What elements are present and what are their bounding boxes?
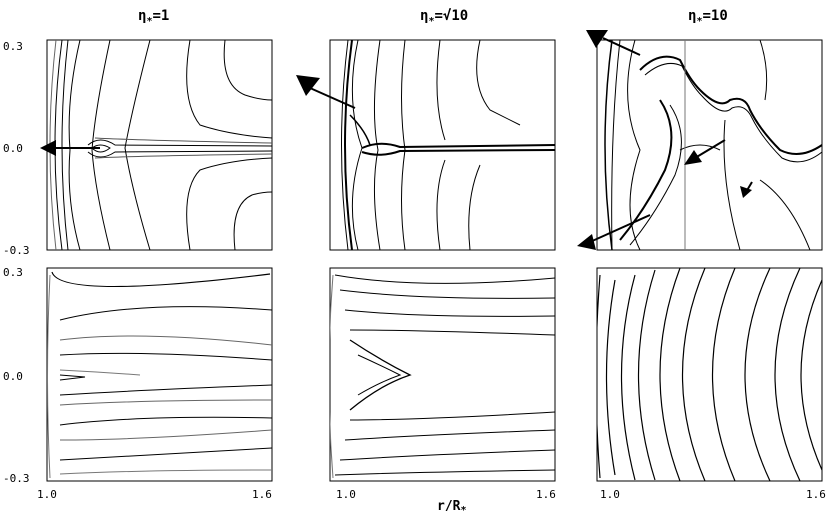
ytick-bottom-row1: -0.3 [3, 244, 30, 257]
panel-frame-bottom-2 [329, 267, 556, 482]
xtick-right-col1: 1.6 [252, 488, 272, 501]
panel-bottom-1-contours [47, 271, 272, 479]
panel-top-1-contours [49, 40, 272, 250]
arrow-head-panel3-top [586, 30, 608, 48]
arrow-head-panel2 [296, 75, 320, 96]
ytick-top-row1: 0.3 [3, 40, 23, 53]
title-eta-10: η*=10 [688, 8, 728, 27]
flow-arrows [40, 30, 753, 250]
title-eta-1: η*=1 [138, 8, 169, 27]
panel-bottom-3-contours [597, 268, 822, 481]
panel-top-3-contours [604, 40, 822, 250]
ytick-top-row2: 0.3 [3, 266, 23, 279]
xtick-left-col1: 1.0 [37, 488, 57, 501]
ytick-mid-row2: 0.0 [3, 370, 23, 383]
title-eta-sqrt10: η*=√10 [420, 8, 468, 27]
xtick-left-col2: 1.0 [336, 488, 356, 501]
xtick-right-col3: 1.6 [806, 488, 826, 501]
panel-frame-bottom-1 [46, 267, 273, 482]
panel-frames [46, 39, 823, 482]
arrow-head-panel3-mid [684, 150, 702, 165]
x-axis-label: r/R* [437, 499, 467, 514]
arrow-panel2 [309, 87, 356, 109]
arrow-panel3-left [589, 214, 651, 243]
panel-frame-bottom-3 [596, 267, 823, 482]
xtick-left-col3: 1.0 [600, 488, 620, 501]
panel-top-2-contours [341, 40, 555, 250]
arrow-panel3-mid [694, 139, 726, 159]
arrow-head-panel3-right [740, 186, 752, 198]
xtick-right-col2: 1.6 [536, 488, 556, 501]
arrow-panel3-top [602, 37, 641, 56]
panel-bottom-2-contours [330, 274, 555, 479]
arrow-head-panel1 [40, 140, 56, 156]
ytick-bottom-row2: -0.3 [3, 472, 30, 485]
arrow-head-panel3-left [577, 234, 596, 250]
ytick-mid-row1: 0.0 [3, 142, 23, 155]
